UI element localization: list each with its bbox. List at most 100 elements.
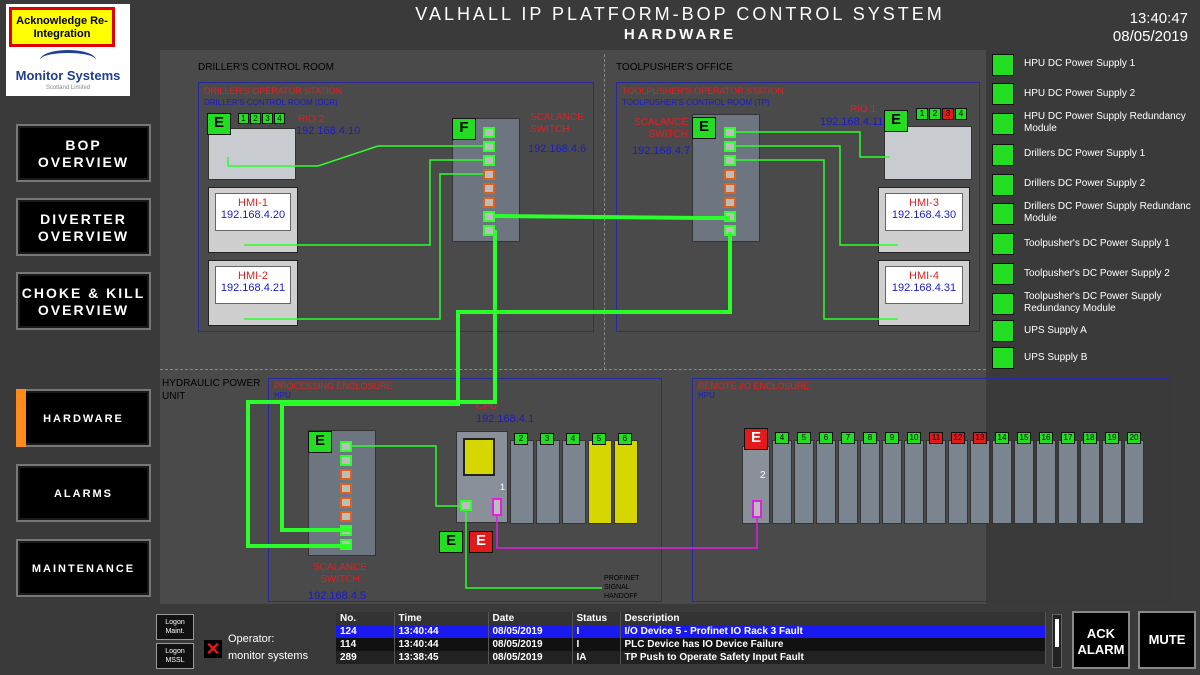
remote-io-slot: 10 bbox=[907, 432, 921, 444]
cpu-tag-e-fault: E bbox=[469, 531, 493, 553]
nav-hardware[interactable]: HARDWARE bbox=[16, 389, 151, 447]
hmi4-screen: HMI-4 192.168.4.31 bbox=[885, 266, 963, 304]
alarm-col-status[interactable]: Status bbox=[572, 612, 621, 625]
alarm-time: 13:38:45 bbox=[394, 651, 489, 664]
tp-switch-port[interactable] bbox=[724, 169, 736, 180]
cpu-port[interactable] bbox=[460, 500, 472, 511]
remote-io-slot-fault: 12 bbox=[951, 432, 965, 444]
rio2-slot: 3 bbox=[262, 113, 273, 124]
tp-switch-port[interactable] bbox=[724, 141, 736, 152]
tp-switch-ip: 192.168.4.7 bbox=[632, 145, 691, 157]
link-tp-switch-hmi4 bbox=[736, 159, 898, 320]
ps-status-indicator bbox=[992, 263, 1014, 285]
hmi4-name: HMI-4 bbox=[909, 270, 939, 282]
rio1-slot: 1 bbox=[916, 108, 928, 120]
tp-switch-port[interactable] bbox=[724, 127, 736, 138]
ps-status-indicator bbox=[992, 83, 1014, 105]
hpu-switch-port[interactable] bbox=[340, 469, 352, 480]
processing-enclosure-box bbox=[268, 378, 662, 602]
remote-io-sub: HPU bbox=[698, 391, 715, 400]
hmi3[interactable]: HMI-3 192.168.4.30 bbox=[878, 187, 970, 253]
hpu-switch-port[interactable] bbox=[340, 483, 352, 494]
ps-label: HPU DC Power Supply 1 bbox=[1024, 58, 1136, 69]
page-subtitle: HARDWARE bbox=[623, 26, 737, 43]
nav-maintenance[interactable]: MAINTENANCE bbox=[16, 539, 151, 597]
tp-switch-port[interactable] bbox=[724, 183, 736, 194]
rio2-label: RIO 2 bbox=[298, 114, 325, 125]
dcr-switch-port[interactable] bbox=[483, 183, 495, 194]
cpu-slot: 3 bbox=[540, 433, 554, 445]
dcr-switch-port[interactable] bbox=[483, 169, 495, 180]
ps-label: UPS Supply B bbox=[1024, 352, 1088, 363]
rio2-rack[interactable] bbox=[208, 128, 296, 180]
cpu-slot: 4 bbox=[566, 433, 580, 445]
tp-station-label: TOOLPUSHER'S OPERATOR STATION bbox=[622, 86, 784, 96]
hmi2[interactable]: HMI-2 192.168.4.21 bbox=[208, 260, 298, 326]
nav-alarms[interactable]: ALARMS bbox=[16, 464, 151, 522]
hpu-switch-ip: 192.168.4.5 bbox=[308, 590, 367, 602]
alarm-col-description[interactable]: Description bbox=[620, 612, 1046, 625]
alarm-col-no[interactable]: No. bbox=[336, 612, 395, 625]
remote-io-tag-fault: E bbox=[744, 428, 768, 450]
tp-switch-port[interactable] bbox=[724, 155, 736, 166]
dcr-switch-port[interactable] bbox=[483, 197, 495, 208]
alarm-no: 289 bbox=[336, 651, 395, 664]
acknowledge-reintegration-button[interactable]: Acknowledge Re-Integration bbox=[9, 7, 115, 47]
alarm-row[interactable]: 114 13:40:44 08/05/2019 I PLC Device has… bbox=[336, 638, 1046, 651]
alarm-status: I bbox=[572, 625, 621, 638]
hmi1-name: HMI-1 bbox=[238, 197, 268, 209]
link-hpu-switch-cpu bbox=[352, 445, 460, 507]
hmi4[interactable]: HMI-4 192.168.4.31 bbox=[878, 260, 970, 326]
ack-alarm-button[interactable]: ACK ALARM bbox=[1072, 611, 1130, 669]
tp-switch-port[interactable] bbox=[724, 197, 736, 208]
dcr-switch-port[interactable] bbox=[483, 127, 495, 138]
link-profinet-remote-io bbox=[496, 516, 758, 549]
rio1-tag: E bbox=[884, 110, 908, 132]
cpu-profinet-port[interactable] bbox=[492, 498, 502, 516]
zone-hpu: HYDRAULIC POWER UNIT bbox=[162, 378, 261, 402]
nav-choke-kill-overview[interactable]: CHOKE & KILL OVERVIEW bbox=[16, 272, 151, 330]
dcr-switch-ip: 192.168.4.6 bbox=[528, 143, 587, 155]
cpu-slot: 5 bbox=[592, 433, 606, 445]
alarm-row[interactable]: 289 13:38:45 08/05/2019 IA TP Push to Op… bbox=[336, 651, 1046, 664]
logon-mssl-button[interactable]: Logon MSSL bbox=[156, 643, 194, 669]
hmi3-ip: 192.168.4.30 bbox=[891, 209, 957, 221]
ps-status-indicator bbox=[992, 320, 1014, 342]
nav-diverter-overview[interactable]: DIVERTER OVERVIEW bbox=[16, 198, 151, 256]
rio2-slot: 4 bbox=[274, 113, 285, 124]
rio2-slot: 2 bbox=[250, 113, 261, 124]
alarm-table[interactable]: No. Time Date Status Description 124 13:… bbox=[336, 612, 1046, 664]
alarm-col-date[interactable]: Date bbox=[488, 612, 573, 625]
ps-status-indicator bbox=[992, 174, 1014, 196]
ps-label: Toolpusher's DC Power Supply Redundancy … bbox=[1024, 291, 1162, 314]
nav-bop-overview[interactable]: BOP OVERVIEW bbox=[16, 124, 151, 182]
remote-io-profinet-port[interactable] bbox=[752, 500, 762, 518]
rio1-rack[interactable] bbox=[884, 126, 972, 180]
alarm-description: PLC Device has IO Device Failure bbox=[620, 638, 1046, 651]
dcr-switch-port[interactable] bbox=[483, 141, 495, 152]
alarm-col-time[interactable]: Time bbox=[394, 612, 489, 625]
nav-choke-kill-overview-label: CHOKE & KILL OVERVIEW bbox=[21, 285, 146, 318]
hpu-switch-port[interactable] bbox=[340, 497, 352, 508]
ps-status-indicator bbox=[992, 293, 1014, 315]
cpu-tag-e: E bbox=[439, 531, 463, 553]
ps-status-indicator bbox=[992, 144, 1014, 166]
alarm-status: I bbox=[572, 638, 621, 651]
hpu-switch-port[interactable] bbox=[340, 455, 352, 466]
remote-io-label: REMOTE I/O ENCLOSURE bbox=[698, 381, 810, 391]
mute-button[interactable]: MUTE bbox=[1138, 611, 1196, 669]
alarm-scrollbar[interactable] bbox=[1052, 614, 1062, 668]
tp-location-label: TOOLPUSHER'S CONTROL ROOM (TP) bbox=[622, 98, 770, 107]
hmi2-screen: HMI-2 192.168.4.21 bbox=[215, 266, 291, 304]
logon-maint-button[interactable]: Logon Maint. bbox=[156, 614, 194, 640]
clock-time: 13:40:47 bbox=[1129, 10, 1188, 27]
dcr-switch-port[interactable] bbox=[483, 155, 495, 166]
remote-io-slot: 5 bbox=[797, 432, 811, 444]
alarm-row[interactable]: 124 13:40:44 08/05/2019 I I/O Device 5 -… bbox=[336, 625, 1046, 638]
alarm-description: TP Push to Operate Safety Input Fault bbox=[620, 651, 1046, 664]
dcr-switch-port[interactable] bbox=[483, 211, 495, 222]
hpu-switch-port[interactable] bbox=[340, 441, 352, 452]
hpu-switch-port[interactable] bbox=[340, 511, 352, 522]
hmi1[interactable]: HMI-1 192.168.4.20 bbox=[208, 187, 298, 253]
alarm-scrollbar-thumb[interactable] bbox=[1055, 619, 1059, 647]
